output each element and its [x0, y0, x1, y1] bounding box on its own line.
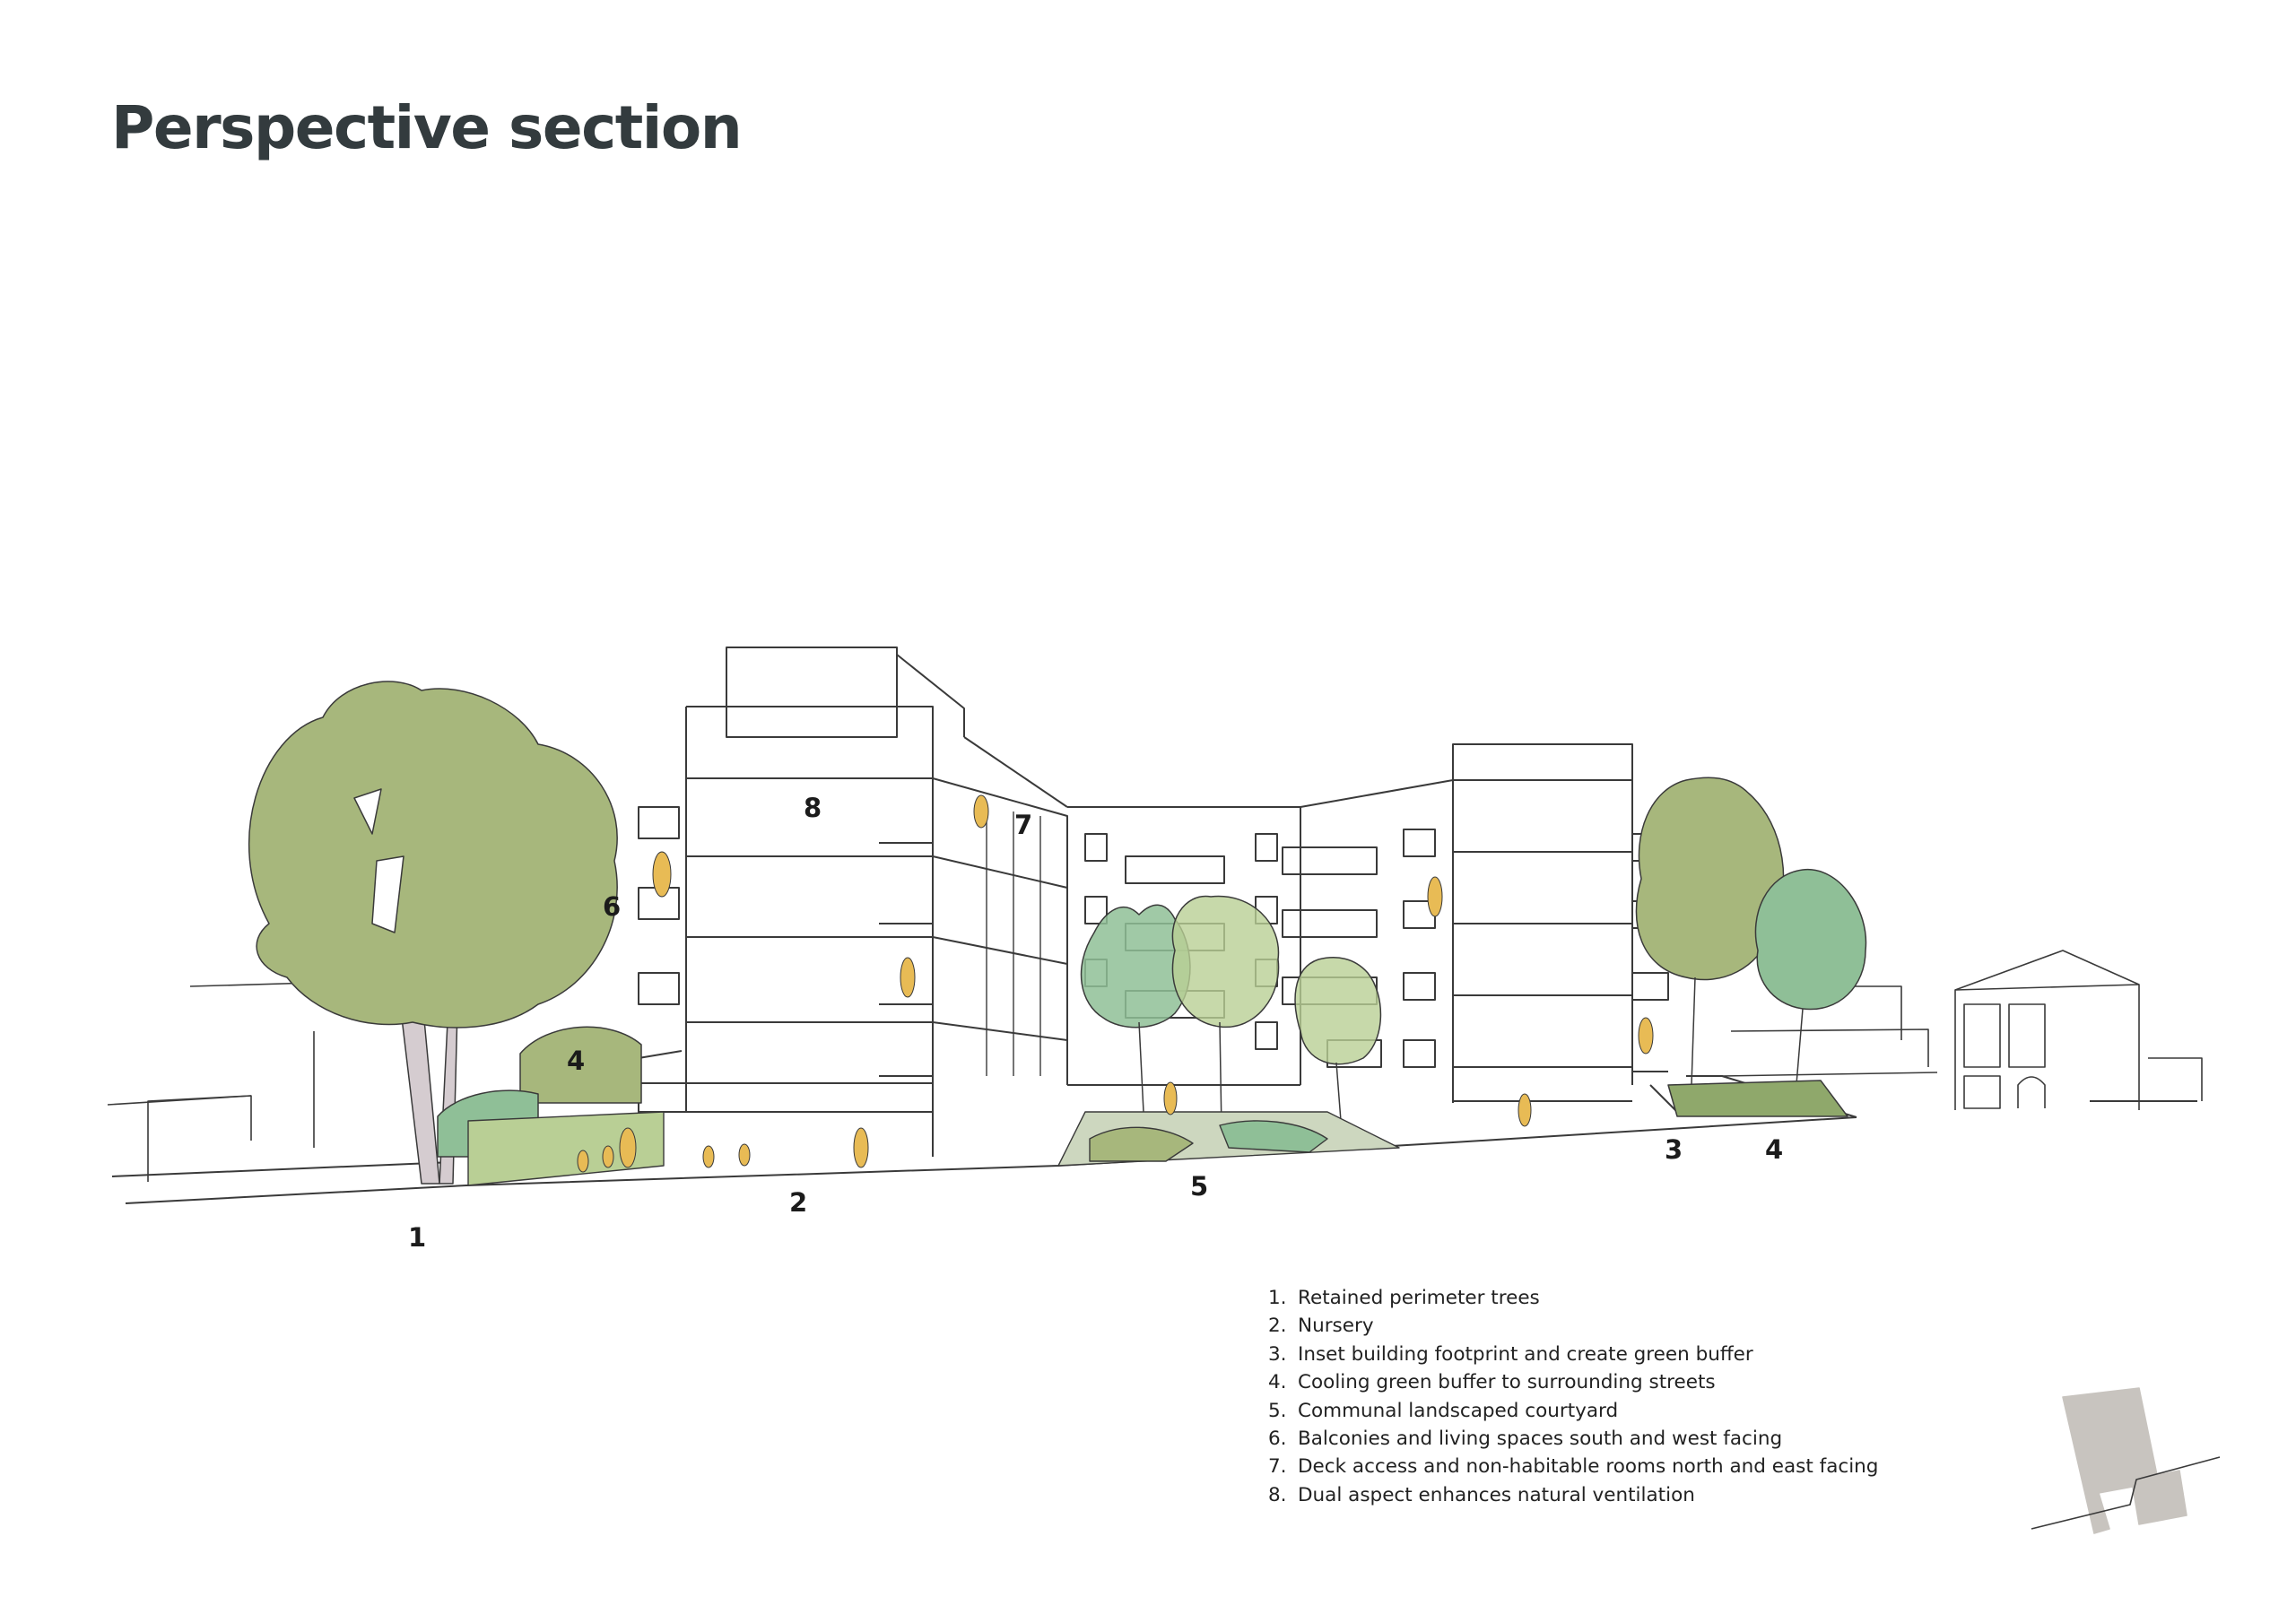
legend-item: 5. Communal landscaped courtyard — [1268, 1397, 1878, 1425]
legend-item-number: 1. — [1268, 1287, 1287, 1309]
people-figures — [577, 794, 1654, 1173]
legend-item: 6. Balconies and living spaces south and … — [1268, 1425, 1878, 1453]
site-key-plan — [2031, 1387, 2221, 1534]
building-left-wing — [638, 647, 1068, 1157]
trees-right — [1635, 777, 1867, 1117]
legend-item-number: 4. — [1268, 1371, 1287, 1394]
legend-item: 8. Dual aspect enhances natural ventilati… — [1268, 1481, 1878, 1509]
legend-item-number: 3. — [1268, 1342, 1287, 1366]
courtyard-landscape — [1057, 1111, 1400, 1167]
neighbour-houses-right — [1721, 950, 2203, 1110]
callout-2: 2 — [789, 1187, 808, 1218]
callout-1: 1 — [408, 1222, 427, 1253]
legend-item-text: Balconies and living spaces south and we… — [1298, 1427, 1783, 1450]
legend-item-text: Communal landscaped courtyard — [1298, 1399, 1619, 1422]
legend-item-text: Inset building footprint and create gree… — [1298, 1342, 1753, 1366]
legend-item-number: 8. — [1268, 1483, 1287, 1506]
legend-item-text: Cooling green buffer to surrounding stre… — [1298, 1371, 1716, 1394]
callout-6: 6 — [603, 891, 622, 922]
legend-item-number: 7. — [1268, 1455, 1287, 1479]
callout-4-right: 4 — [1765, 1134, 1784, 1165]
trees-courtyard — [1080, 895, 1382, 1131]
legend-item-text: Deck access and non-habitable rooms nort… — [1298, 1455, 1879, 1479]
legend-list: 1. Retained perimeter trees 2. Nursery 3. I… — [1268, 1284, 1878, 1509]
callout-5: 5 — [1190, 1171, 1209, 1202]
legend-item: 7. Deck access and non-habitable rooms no… — [1268, 1453, 1878, 1480]
neighbour-buildings-left — [107, 982, 315, 1182]
callout-3: 3 — [1665, 1134, 1683, 1165]
legend-item: 4. Cooling green buffer to surrounding st… — [1268, 1368, 1878, 1396]
page-title: Perspective section — [111, 93, 743, 162]
tree-retained-left — [248, 681, 618, 1185]
legend-item: 2. Nursery — [1268, 1312, 1878, 1340]
legend-item-text: Dual aspect enhances natural ventilation — [1298, 1483, 1695, 1506]
legend-item: 1. Retained perimeter trees — [1268, 1284, 1878, 1312]
callout-8: 8 — [804, 793, 822, 823]
legend-item: 3. Inset building footprint and create gr… — [1268, 1341, 1878, 1368]
callout-7: 7 — [1014, 810, 1033, 840]
callout-4-left: 4 — [567, 1046, 586, 1076]
legend-item-text: Nursery — [1298, 1315, 1374, 1338]
legend-item-text: Retained perimeter trees — [1298, 1287, 1540, 1309]
legend-item-number: 6. — [1268, 1427, 1287, 1450]
legend-item-number: 5. — [1268, 1399, 1287, 1422]
legend-item-number: 2. — [1268, 1315, 1287, 1338]
nursery-garden — [467, 1111, 665, 1186]
